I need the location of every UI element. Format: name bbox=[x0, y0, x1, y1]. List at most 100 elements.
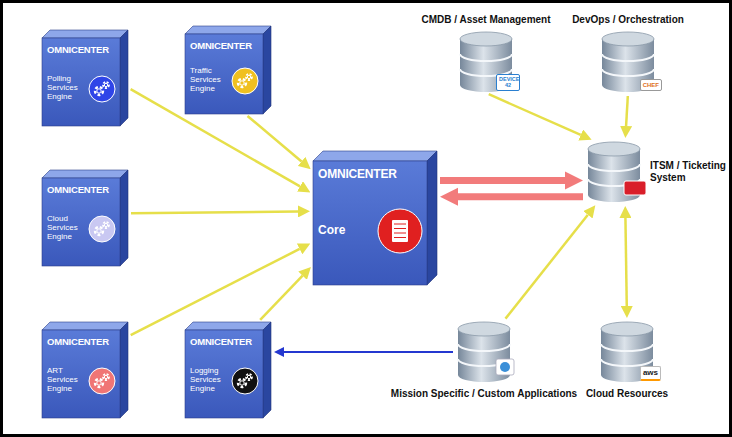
connector-arrow bbox=[625, 218, 626, 306]
cube-front bbox=[185, 34, 263, 114]
cube-row: Core bbox=[318, 181, 423, 281]
connector-arrow bbox=[505, 215, 587, 319]
gear-teeth bbox=[95, 87, 103, 95]
cube-face: OMNICENTER Core bbox=[313, 161, 427, 285]
connector-arrow bbox=[131, 211, 298, 213]
connector-arrow bbox=[440, 177, 565, 184]
engine-cube: OMNICENTER Core bbox=[313, 151, 437, 285]
server-slot bbox=[394, 233, 406, 234]
cube-face: OMNICENTER ART Services Engine bbox=[42, 330, 120, 418]
gear-teeth bbox=[103, 82, 109, 88]
gear-teeth bbox=[238, 79, 246, 87]
engine-badge bbox=[88, 215, 116, 243]
gear-ring bbox=[104, 223, 107, 226]
database-label: DevOps / Orchestration bbox=[572, 14, 684, 26]
engine-badge bbox=[88, 367, 116, 395]
database-label: ITSM / Ticketing System bbox=[650, 160, 732, 184]
engine-cube: OMNICENTERLogging Services Engine bbox=[185, 322, 271, 418]
engine-name: Polling Services Engine bbox=[47, 75, 87, 101]
cube-front bbox=[313, 161, 427, 285]
cube-face: OMNICENTERLogging Services Engine bbox=[185, 330, 263, 418]
db-ring bbox=[602, 54, 654, 61]
cube-front bbox=[42, 38, 120, 126]
brand-logo: OMNICENTER bbox=[190, 40, 259, 51]
database-node: ITSM / Ticketing System bbox=[586, 141, 642, 203]
connector-arrow bbox=[626, 96, 628, 126]
server-slot bbox=[394, 228, 406, 229]
db-top bbox=[588, 142, 640, 156]
vendor-badge-text: DEVICE 42 bbox=[496, 74, 520, 91]
cube-face: OMNICENTER Traffic Services Engine bbox=[185, 34, 263, 114]
gear-ring bbox=[247, 375, 250, 378]
cube-row: Logging Services Engine bbox=[190, 347, 259, 414]
server-slot bbox=[394, 237, 406, 238]
cube-top bbox=[42, 322, 128, 330]
engine-name: Cloud Services Engine bbox=[47, 215, 87, 241]
cube-row: ART Services Engine bbox=[47, 347, 116, 414]
connector-arrow bbox=[284, 351, 453, 353]
db-top bbox=[601, 322, 653, 336]
server-icon bbox=[392, 220, 408, 242]
gear-ring bbox=[97, 88, 101, 92]
connector-arrow bbox=[131, 249, 300, 335]
gear-ring bbox=[104, 375, 107, 378]
connector-arrow bbox=[247, 116, 301, 162]
cube-row: Cloud Services Engine bbox=[47, 195, 116, 262]
engine-circle bbox=[89, 368, 115, 394]
cube-top bbox=[185, 322, 271, 330]
db-ring bbox=[458, 344, 510, 351]
engine-circle bbox=[232, 368, 258, 394]
vendor-badge bbox=[624, 181, 646, 195]
database-node: Mission Specific / Custom Applications bbox=[456, 321, 512, 383]
engine-badge bbox=[377, 208, 423, 254]
db-top bbox=[458, 322, 510, 336]
cube-side bbox=[263, 322, 271, 418]
gear-ring bbox=[240, 80, 244, 84]
gear-ring bbox=[104, 83, 107, 86]
gear-teeth bbox=[246, 74, 252, 80]
cube-front bbox=[185, 330, 263, 418]
engine-name: ART Services Engine bbox=[47, 367, 87, 393]
connector-arrow bbox=[260, 276, 302, 320]
engine-circle bbox=[232, 68, 258, 94]
gear-teeth bbox=[103, 222, 109, 228]
server-slot bbox=[394, 224, 406, 225]
gear-ring bbox=[97, 228, 101, 232]
cube-front bbox=[42, 330, 120, 418]
db-ring bbox=[460, 54, 512, 61]
cube-side bbox=[120, 322, 128, 418]
vendor-badge-text: CHEF bbox=[640, 79, 662, 91]
database-node: Cloud Resourcesaws bbox=[599, 321, 655, 383]
engine-badge bbox=[231, 67, 259, 95]
vendor-badge-dot bbox=[500, 362, 510, 372]
database-node: CMDB / Asset ManagementDEVICE 42 bbox=[458, 31, 514, 93]
cube-top bbox=[313, 151, 437, 161]
connector-arrow bbox=[489, 94, 581, 135]
engine-cube: OMNICENTER Traffic Services Engine bbox=[185, 26, 271, 114]
gear-teeth bbox=[246, 374, 252, 380]
db-ring bbox=[588, 164, 640, 171]
db-top bbox=[602, 32, 654, 46]
engine-badge bbox=[88, 75, 116, 103]
cube-row: Traffic Services Engine bbox=[190, 51, 259, 110]
cube-top bbox=[42, 170, 128, 178]
brand-logo: OMNICENTER bbox=[318, 167, 423, 181]
gear-ring bbox=[247, 75, 250, 78]
gear-ring bbox=[97, 380, 101, 384]
engine-cube: OMNICENTER ART Services Engine bbox=[42, 322, 128, 418]
cube-side bbox=[120, 30, 128, 126]
engine-circle bbox=[89, 216, 115, 242]
engine-name: Core bbox=[318, 224, 345, 237]
cube-side bbox=[427, 151, 437, 285]
db-ring bbox=[601, 359, 653, 366]
engine-name: Traffic Services Engine bbox=[190, 67, 230, 93]
gear-teeth bbox=[103, 374, 109, 380]
cube-top bbox=[42, 30, 128, 38]
database-icon bbox=[456, 321, 512, 383]
brand-logo: OMNICENTER bbox=[47, 184, 116, 195]
database-label: Cloud Resources bbox=[586, 388, 668, 400]
brand-logo: OMNICENTER bbox=[47, 336, 116, 347]
db-ring bbox=[602, 69, 654, 76]
